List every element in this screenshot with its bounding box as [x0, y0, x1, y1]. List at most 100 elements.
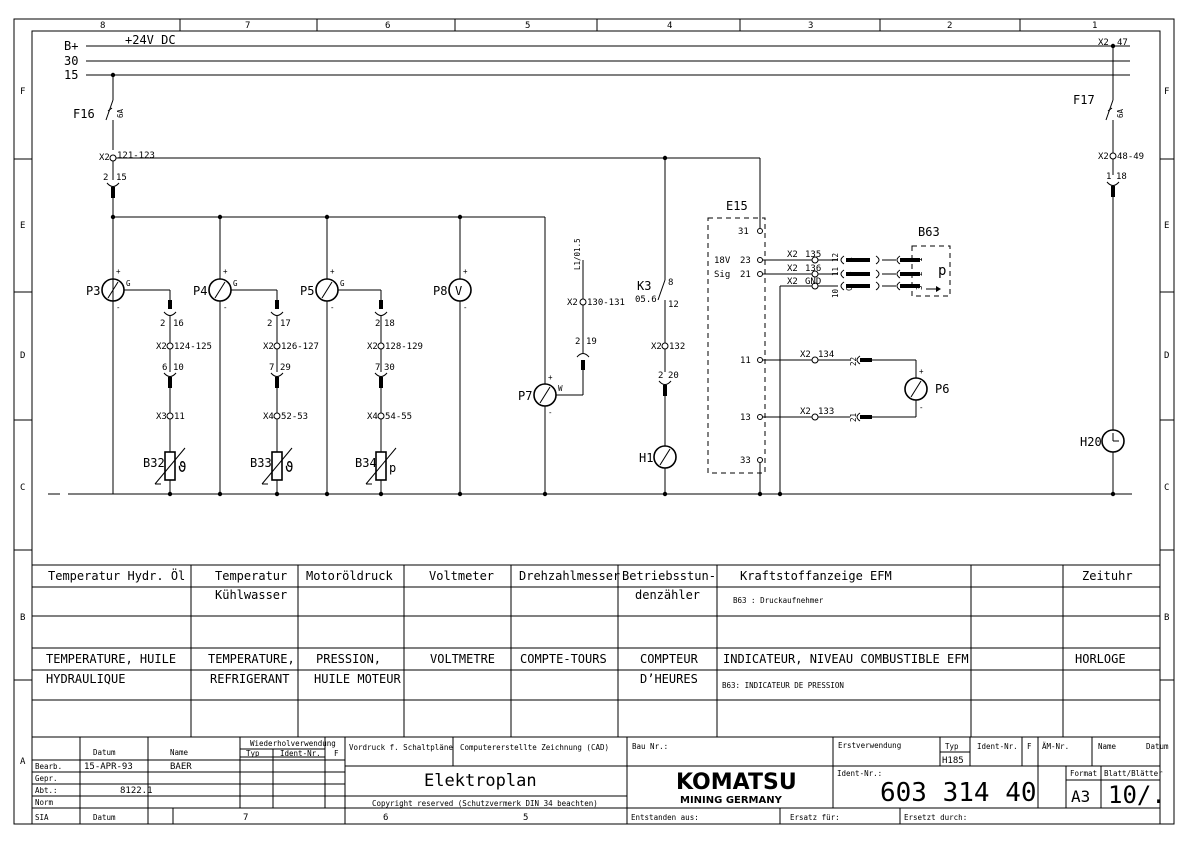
svg-text:124-125: 124-125: [174, 342, 212, 352]
svg-text:-: -: [919, 403, 924, 412]
col-1: 1: [1092, 21, 1097, 31]
svg-text:Bau Nr.:: Bau Nr.:: [632, 742, 668, 751]
svg-text:6A: 6A: [1116, 108, 1125, 118]
gauge-p5-branch: P5 + - G 2 18 X2 128-129 7 30 X4 54-55 B…: [300, 217, 423, 497]
fuel-level-module-e15: E15 31 23 18V 21 Sig 11 13 33: [707, 158, 783, 497]
svg-text:G: G: [233, 279, 238, 288]
svg-text:11: 11: [740, 356, 751, 366]
svg-text:X2: X2: [800, 350, 811, 360]
row-b-left: B: [20, 613, 25, 623]
svg-text:Gepr.: Gepr.: [35, 774, 58, 783]
svg-text:Temperatur Hydr. Öl: Temperatur Hydr. Öl: [48, 567, 185, 583]
svg-text:Ident-Nr.: Ident-Nr.: [280, 749, 321, 758]
svg-text:Copyright reserved (Schutzverm: Copyright reserved (Schutzvermerk DIN 34…: [372, 799, 598, 808]
svg-text:52-53: 52-53: [281, 412, 308, 422]
svg-text:11: 11: [174, 412, 185, 422]
svg-text:2: 2: [375, 319, 380, 329]
svg-text:18V: 18V: [714, 256, 731, 266]
svg-text:G: G: [126, 279, 131, 288]
f16-label: F16: [73, 107, 95, 121]
svg-text:X2: X2: [787, 250, 798, 260]
svg-text:Kraftstoffanzeige EFM: Kraftstoffanzeige EFM: [740, 569, 892, 583]
hour-meter-h1-branch: K3 05.6 8 12 X2 132 2 20 H1: [635, 158, 685, 497]
svg-text:Erstverwendung: Erstverwendung: [838, 741, 901, 750]
svg-text:Name: Name: [1098, 742, 1117, 751]
svg-text:136: 136: [805, 264, 821, 274]
svg-text:K3: K3: [637, 279, 651, 293]
svg-text:GND: GND: [805, 277, 821, 287]
svg-text:2: 2: [915, 271, 924, 276]
svg-text:B32: B32: [143, 456, 165, 470]
svg-text:G: G: [340, 279, 345, 288]
svg-text:X2: X2: [567, 298, 578, 308]
svg-text:V: V: [455, 284, 462, 298]
svg-text:2: 2: [658, 371, 663, 381]
svg-text:Ersetzt durch:: Ersetzt durch:: [904, 813, 967, 822]
svg-text:BAER: BAER: [170, 762, 192, 772]
svg-text:2: 2: [267, 319, 272, 329]
svg-text:INDICATEUR, NIVEAU COMBUSTIBLE: INDICATEUR, NIVEAU COMBUSTIBLE EFM: [723, 652, 969, 666]
svg-text:133: 133: [818, 407, 834, 417]
row-e-right: E: [1164, 221, 1169, 231]
svg-text:12: 12: [668, 300, 679, 310]
gauge-p3-branch: P3 + - G 2 16 X2 124-125 6 10 X3 11 B32 …: [86, 267, 212, 497]
svg-text:1: 1: [915, 257, 924, 262]
fuse-f16: F16 6A: [73, 75, 125, 150]
svg-text:Blatt/Blätter: Blatt/Blätter: [1104, 769, 1163, 778]
svg-text:P7: P7: [518, 389, 532, 403]
svg-text:Computererstellte Zeichnung (C: Computererstellte Zeichnung (CAD): [460, 743, 609, 752]
svg-text:A3: A3: [1071, 787, 1090, 806]
svg-text:ÄM-Nr.: ÄM-Nr.: [1042, 742, 1069, 751]
svg-text:33: 33: [740, 456, 751, 466]
svg-text:16: 16: [173, 319, 184, 329]
svg-text:X2: X2: [156, 342, 167, 352]
svg-text:05.6: 05.6: [635, 295, 657, 305]
svg-text:X2: X2: [800, 407, 811, 417]
svg-text:Kühlwasser: Kühlwasser: [215, 588, 287, 602]
legend-table: Temperatur Hydr. Öl Temperatur Kühlwasse…: [32, 564, 1160, 738]
svg-text:B63: B63: [918, 225, 940, 239]
svg-text:Voltmeter: Voltmeter: [429, 569, 494, 583]
svg-text:132: 132: [669, 342, 685, 352]
svg-text:Ident-Nr.: Ident-Nr.: [977, 742, 1018, 751]
svg-text:1: 1: [1106, 172, 1111, 182]
svg-text:COMPTE-TOURS: COMPTE-TOURS: [520, 652, 607, 666]
sheet-frame: [13, 18, 1175, 825]
svg-text:Vordruck f. Schaltpläne: Vordruck f. Schaltpläne: [349, 743, 453, 752]
row-c-right: C: [1164, 483, 1169, 493]
svg-text:REFRIGERANT: REFRIGERANT: [210, 672, 289, 686]
x2-121-label: X2: [99, 153, 110, 163]
svg-text:HORLOGE: HORLOGE: [1075, 652, 1126, 666]
svg-text:Format: Format: [1070, 769, 1097, 778]
svg-text:W: W: [558, 384, 563, 393]
svg-text:30: 30: [384, 363, 395, 373]
svg-text:Datum: Datum: [93, 748, 116, 757]
svg-text:P4: P4: [193, 284, 207, 298]
svg-text:19: 19: [586, 337, 597, 347]
svg-text:X2: X2: [651, 342, 662, 352]
gauge-p4-branch: P4 + - G 2 17 X2 126-127 7 29 X4 52-53 B…: [193, 217, 319, 497]
svg-text:135: 135: [805, 250, 821, 260]
svg-text:Temperatur: Temperatur: [215, 569, 287, 583]
fuel-gauge-p6: [904, 377, 928, 401]
voltmeter-p8-branch: V P8 + -: [433, 217, 472, 497]
col-2: 2: [947, 21, 952, 31]
svg-text:7: 7: [269, 363, 274, 373]
svg-text:Datum: Datum: [93, 813, 116, 822]
row-c-left: C: [20, 483, 25, 493]
svg-text:130-131: 130-131: [587, 298, 625, 308]
row-a-left: A: [20, 757, 26, 767]
svg-text:15-APR-93: 15-APR-93: [84, 762, 133, 772]
c-15-b: 15: [116, 173, 127, 183]
svg-text:denzähler: denzähler: [635, 588, 700, 602]
svg-text:X2: X2: [367, 342, 378, 352]
col-7: 7: [245, 21, 250, 31]
svg-text:VOLTMETRE: VOLTMETRE: [430, 652, 495, 666]
svg-text:SIA: SIA: [35, 813, 49, 822]
svg-text:2: 2: [575, 337, 580, 347]
svg-text:5: 5: [523, 813, 528, 823]
svg-text:TEMPERATURE, HUILE: TEMPERATURE, HUILE: [46, 652, 176, 666]
svg-text:L1/01.5: L1/01.5: [573, 238, 582, 270]
svg-text:+: +: [223, 267, 228, 276]
svg-text:54-55: 54-55: [385, 412, 412, 422]
